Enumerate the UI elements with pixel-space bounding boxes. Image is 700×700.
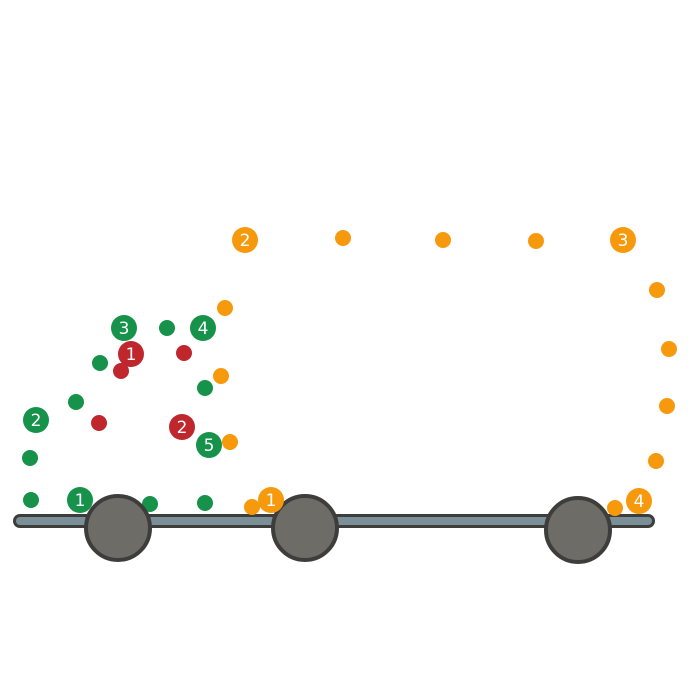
green-marker-number: 2 (31, 411, 42, 431)
red-dot[interactable] (176, 345, 192, 361)
green-marker-number: 5 (204, 436, 215, 456)
wheel-3 (544, 496, 612, 564)
orange-marker-number: 1 (266, 491, 277, 511)
orange-marker-4[interactable]: 4 (626, 488, 652, 514)
green-dot[interactable] (197, 495, 213, 511)
green-marker-number: 4 (198, 319, 209, 339)
wheels-layer (84, 494, 612, 564)
green-dot[interactable] (159, 320, 175, 336)
green-marker-circle (67, 487, 93, 513)
orange-marker-number: 3 (618, 231, 629, 251)
green-marker-3[interactable]: 3 (111, 315, 137, 341)
green-dot[interactable] (68, 394, 84, 410)
orange-dot[interactable] (659, 398, 675, 414)
orange-marker-3[interactable]: 3 (610, 227, 636, 253)
green-marker-number: 1 (75, 491, 86, 511)
orange-marker-circle (258, 487, 284, 513)
orange-dot[interactable] (607, 500, 623, 516)
orange-dot[interactable] (435, 232, 451, 248)
green-marker-circle (23, 407, 49, 433)
wheel-1 (84, 494, 152, 562)
orange-dot[interactable] (528, 233, 544, 249)
orange-dot[interactable] (222, 434, 238, 450)
orange-marker-number: 4 (634, 492, 645, 512)
orange-dot[interactable] (661, 341, 677, 357)
red-marker-1[interactable]: 1 (118, 341, 144, 367)
red-marker-number: 2 (177, 418, 188, 438)
orange-marker-2[interactable]: 2 (232, 227, 258, 253)
green-dot[interactable] (92, 355, 108, 371)
orange-marker-circle (610, 227, 636, 253)
numbered-markers-layer: 1 2 3 4 5 1 2 1 2 3 4 (23, 227, 652, 514)
red-dot[interactable] (113, 363, 129, 379)
green-marker-4[interactable]: 4 (190, 315, 216, 341)
green-marker-circle (111, 315, 137, 341)
green-marker-5[interactable]: 5 (196, 432, 222, 458)
green-marker-1[interactable]: 1 (67, 487, 93, 513)
dots-layer (22, 230, 677, 516)
orange-dot[interactable] (213, 368, 229, 384)
orange-marker-circle (232, 227, 258, 253)
orange-marker-circle (626, 488, 652, 514)
green-marker-circle (196, 432, 222, 458)
orange-dot[interactable] (648, 453, 664, 469)
green-dot[interactable] (22, 450, 38, 466)
green-dot[interactable] (142, 496, 158, 512)
wheel-2 (271, 494, 339, 562)
orange-marker-1[interactable]: 1 (258, 487, 284, 513)
green-marker-circle (190, 315, 216, 341)
red-marker-circle (118, 341, 144, 367)
orange-dot[interactable] (217, 300, 233, 316)
green-dot[interactable] (197, 380, 213, 396)
orange-dot[interactable] (335, 230, 351, 246)
red-marker-circle (169, 414, 195, 440)
green-marker-number: 3 (119, 319, 130, 339)
orange-marker-number: 2 (240, 231, 251, 251)
orange-dot[interactable] (244, 499, 260, 515)
orange-dot[interactable] (649, 282, 665, 298)
green-dot[interactable] (23, 492, 39, 508)
red-dot[interactable] (91, 415, 107, 431)
green-marker-2[interactable]: 2 (23, 407, 49, 433)
red-marker-number: 1 (126, 345, 137, 365)
red-marker-2[interactable]: 2 (169, 414, 195, 440)
